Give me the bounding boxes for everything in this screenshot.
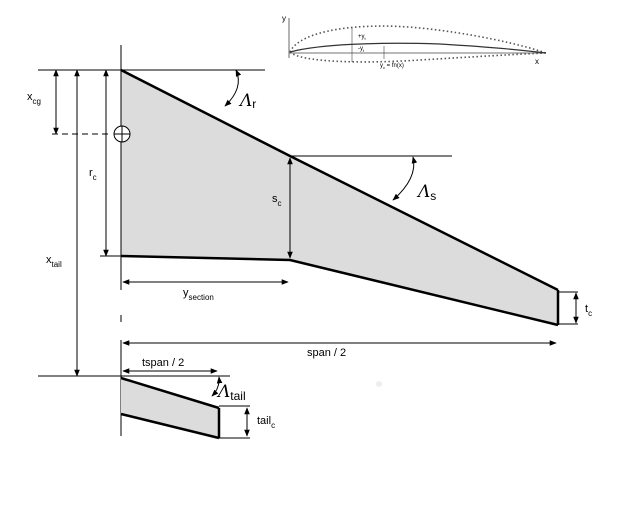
plus-yt-label: +yt: [358, 34, 367, 41]
main-wing-planform: [121, 70, 558, 325]
lambda-s-arc: [392, 156, 418, 201]
camber-equation-label: yc = fn(x): [380, 63, 404, 70]
minus-yt-label: -yt: [358, 46, 365, 53]
tail-trailing-edge: [120, 412, 220, 440]
xcg-label: xcg: [27, 91, 41, 106]
lambda-tail-label: Λtail: [216, 382, 246, 403]
xtail-label: xtail: [46, 254, 62, 269]
rc-label: rc: [89, 167, 97, 182]
lambda-s-label: Λs: [416, 182, 436, 203]
tailc-label: tailc: [257, 415, 275, 430]
image-artifact-dot: [376, 381, 382, 387]
lambda-r-label: Λr: [238, 91, 256, 111]
airfoil-x-axis-label: x: [535, 57, 539, 66]
tspan-label: tspan / 2: [142, 357, 184, 369]
lambda-r-arc: [224, 69, 242, 107]
airfoil-y-axis-label: y: [282, 14, 286, 23]
airfoil-inset: y x +yt -yt yc = fn(x): [282, 14, 547, 70]
center-of-gravity-icon: [113, 125, 131, 143]
span-label: span / 2: [307, 347, 346, 359]
airfoil-upper-surface: [289, 25, 547, 54]
tail-leading-edge: [120, 376, 220, 410]
sc-label: sc: [272, 193, 282, 208]
airfoil-camber-line: [289, 42, 547, 54]
airfoil-lower-surface: [289, 51, 547, 63]
tc-label: tc: [585, 303, 592, 318]
tail-planform: [121, 378, 219, 438]
wing-trailing-edge: [120, 254, 559, 327]
ysection-label: ysection: [183, 287, 214, 302]
lambda-tail-arc: [211, 376, 223, 397]
